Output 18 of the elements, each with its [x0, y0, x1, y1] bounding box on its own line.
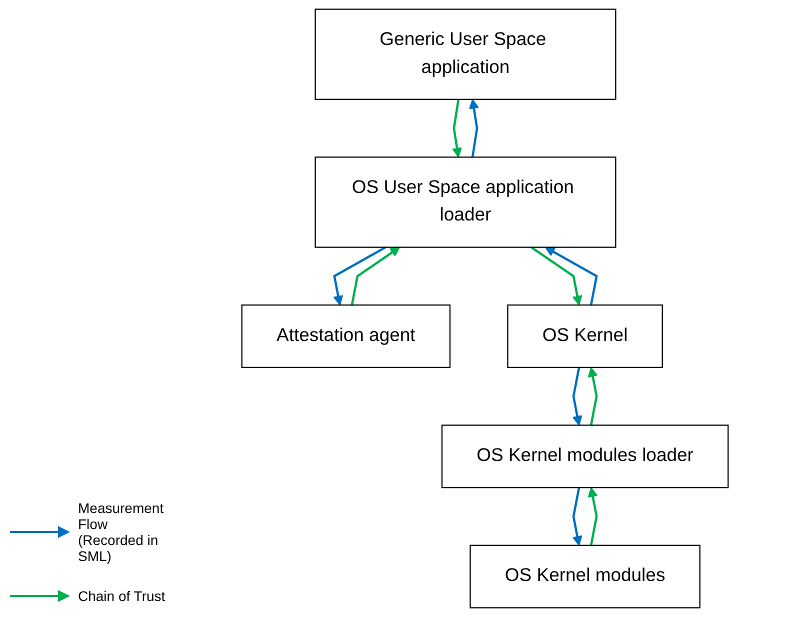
arrow [468, 98, 479, 158]
node-box: OS Kernel modules [470, 544, 700, 608]
arrow [544, 246, 598, 306]
legend-text: Chain of Trust [78, 588, 166, 604]
arrow [530, 246, 582, 306]
node-box: Generic User Space application [314, 8, 616, 100]
node-box: OS User Space application loader [314, 156, 616, 248]
node-box: Attestation agent [241, 304, 451, 368]
arrow [588, 487, 598, 546]
legend-text: Measurement Flow (Recorded in SML) [78, 500, 165, 564]
arrow [350, 246, 400, 306]
arrow [572, 367, 582, 426]
node-box: OS Kernel modules loader [441, 424, 729, 488]
arrow [572, 487, 582, 546]
arrow [452, 99, 462, 158]
node-box: OS Kernel [507, 304, 663, 368]
arrow [333, 246, 386, 306]
arrow [588, 366, 598, 426]
